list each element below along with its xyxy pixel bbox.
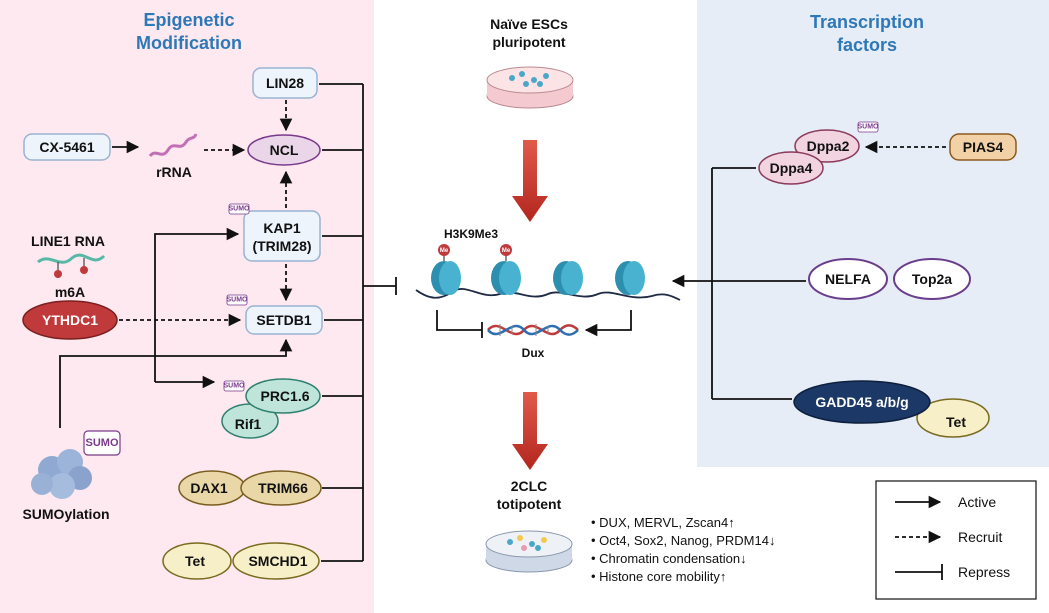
- nucleosome-2: [491, 261, 521, 295]
- prc16-node: [245, 378, 321, 414]
- setdb1-sumo-text: SUMO: [227, 297, 249, 304]
- legend-box: [875, 480, 1037, 600]
- line1-rna-icon: [37, 253, 106, 264]
- dax1-label: DAX1: [190, 480, 228, 496]
- trim66-node: [240, 470, 322, 506]
- kap1-label-2: (TRIM28): [252, 238, 311, 254]
- bullet-2: • Oct4, Sox2, Nanog, PRDM14↓: [591, 533, 775, 548]
- me-mark-1-text: Me: [440, 248, 449, 254]
- sumoylation-label: SUMOylation: [22, 506, 109, 522]
- pias4-label: PIAS4: [963, 139, 1004, 155]
- sumo-big-badge: [83, 430, 121, 456]
- cx5461-label: CX-5461: [39, 139, 94, 155]
- gadd45-label: GADD45 a/b/g: [815, 394, 908, 410]
- prc16-sumo-text: SUMO: [224, 383, 246, 390]
- lin28-node: [252, 67, 318, 99]
- h3k9me3-label: H3K9Me3: [444, 227, 498, 241]
- sumo-protein-icon: [31, 449, 92, 499]
- nucleosome-4: [615, 261, 645, 295]
- ncl-label: NCL: [270, 142, 299, 158]
- tet-left-label: Tet: [185, 553, 205, 569]
- bullet-1: • DUX, MERVL, Zscan4↑: [591, 515, 735, 530]
- clc-line2: totipotent: [497, 496, 562, 512]
- to-kap1-arrow: [154, 227, 240, 382]
- kap1-node: [243, 210, 321, 262]
- rrna-icon: [148, 133, 198, 158]
- dppa2-sumo-text: SUMO: [858, 124, 880, 131]
- rif1-label: Rif1: [235, 416, 262, 432]
- dppa2-node: [794, 129, 860, 163]
- dppa2-label: Dppa2: [807, 138, 850, 154]
- rrna-label: rRNA: [156, 164, 192, 180]
- top2a-node: [893, 258, 971, 300]
- legend-repress-label: Repress: [958, 564, 1010, 580]
- nucleosome-3: [553, 261, 583, 295]
- dux-helix-icon: [487, 324, 579, 336]
- bullet-3: • Chromatin condensation↓: [591, 551, 747, 566]
- legend-active-label: Active: [958, 494, 996, 510]
- right-title-line1: Transcription: [810, 12, 924, 32]
- me-mark-2: [500, 244, 512, 256]
- gadd45-node: [793, 380, 931, 424]
- prc16-label: PRC1.6: [260, 388, 309, 404]
- tet-right-label: Tet: [946, 414, 966, 430]
- dux-label: Dux: [522, 346, 545, 360]
- dppa4-label: Dppa4: [770, 160, 813, 176]
- kap1-sumo-text: SUMO: [229, 206, 251, 213]
- left-title-line1: Epigenetic: [143, 10, 234, 30]
- sumoylation-to-setdb1-arrow: [59, 338, 293, 428]
- chromatin-repress-dux: [436, 310, 482, 331]
- prc16-sumo-tag: [223, 380, 245, 392]
- right-bracket: [711, 167, 792, 400]
- kap1-label-1: KAP1: [263, 220, 301, 236]
- ncl-node: [247, 134, 321, 166]
- me-mark-1: [438, 244, 450, 256]
- tet-left-node: [162, 542, 232, 580]
- tet-right-node: [916, 398, 990, 438]
- pias4-node: [949, 133, 1017, 161]
- red-arrow-bottom: [512, 392, 548, 470]
- activate-dux-arrow: [584, 310, 632, 337]
- legend-recruit-label: Recruit: [958, 529, 1002, 545]
- naive-esc-line2: pluripotent: [492, 34, 565, 50]
- dppa2-sumo-tag: [857, 121, 879, 133]
- left-title-line2: Modification: [136, 33, 242, 53]
- naive-esc-dish-icon: [486, 66, 574, 109]
- clc-line1: 2CLC: [511, 478, 548, 494]
- naive-esc-line1: Naïve ESCs: [490, 16, 568, 32]
- nelfa-label: NELFA: [825, 271, 871, 287]
- left-bracket: [319, 83, 397, 562]
- dppa4-node: [758, 151, 824, 185]
- line1-label: LINE1 RNA: [31, 233, 105, 249]
- nelfa-node: [808, 258, 888, 300]
- top2a-label: Top2a: [912, 271, 952, 287]
- clc-dish-icon: [485, 530, 573, 573]
- me-mark-2-text: Me: [502, 248, 511, 254]
- setdb1-node: [245, 305, 323, 335]
- nucleosome-1: [431, 261, 461, 295]
- sumo-big-text: SUMO: [86, 437, 119, 449]
- setdb1-sumo-tag: [226, 294, 248, 306]
- bullet-4: • Histone core mobility↑: [591, 569, 726, 584]
- lin28-label: LIN28: [266, 75, 304, 91]
- trim66-label: TRIM66: [258, 480, 308, 496]
- right-title-line2: factors: [837, 35, 897, 55]
- m6a-mark-2: [80, 266, 88, 274]
- red-arrow-top: [512, 140, 548, 222]
- smchd1-label: SMCHD1: [248, 553, 307, 569]
- m6a-label: m6A: [55, 284, 85, 300]
- kap1-sumo-tag: [228, 203, 250, 215]
- ythdc1-label: YTHDC1: [42, 312, 98, 328]
- setdb1-label: SETDB1: [256, 312, 311, 328]
- m6a-mark-1: [54, 270, 62, 278]
- cx5461-node: [23, 133, 111, 161]
- ythdc1-node: [22, 300, 118, 340]
- smchd1-node: [232, 542, 320, 580]
